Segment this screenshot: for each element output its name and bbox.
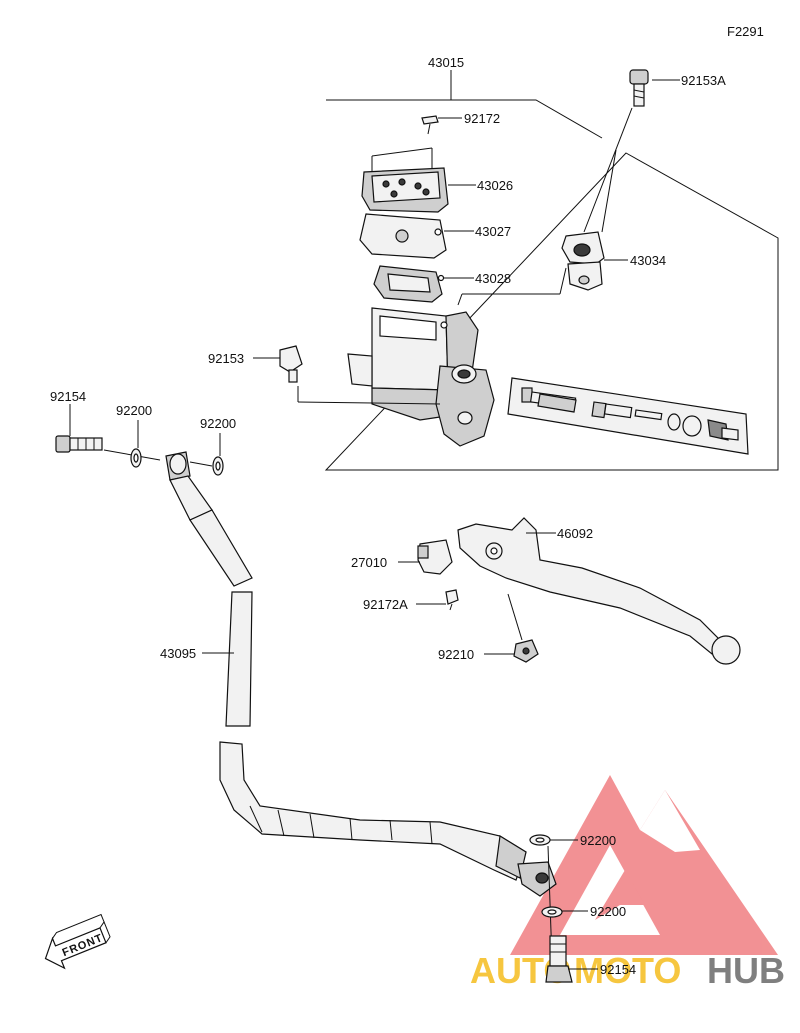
clamp-43034 bbox=[561, 231, 605, 291]
label-92200-lower-1: 92200 bbox=[580, 833, 616, 848]
label-92200-left-2: 92200 bbox=[200, 416, 236, 431]
figure-code: F2291 bbox=[727, 24, 764, 39]
label-92210: 92210 bbox=[438, 647, 474, 662]
master-cylinder-body bbox=[347, 307, 495, 447]
bolt-92154-lower bbox=[545, 935, 573, 983]
screw-92153a bbox=[629, 69, 649, 107]
diaphragm-43028 bbox=[373, 265, 445, 303]
label-43027: 43027 bbox=[475, 224, 511, 239]
label-92200-lower-2: 92200 bbox=[590, 904, 626, 919]
washer-92200-left-1 bbox=[130, 448, 142, 468]
label-43015: 43015 bbox=[428, 55, 464, 70]
switch-27010 bbox=[417, 539, 453, 575]
lever-46092 bbox=[457, 517, 741, 665]
watermark-logo bbox=[510, 775, 778, 955]
hose-43095 bbox=[165, 451, 557, 897]
front-arrow-icon: FRONT bbox=[44, 913, 111, 970]
nut-92210 bbox=[513, 639, 539, 663]
screw-92172a bbox=[445, 589, 459, 611]
label-43028: 43028 bbox=[475, 271, 511, 286]
washer-92200-lower-2 bbox=[541, 906, 563, 918]
label-92153: 92153 bbox=[208, 351, 244, 366]
label-43095: 43095 bbox=[160, 646, 196, 661]
label-92200-left-1: 92200 bbox=[116, 403, 152, 418]
label-43034: 43034 bbox=[630, 253, 666, 268]
label-43026: 43026 bbox=[477, 178, 513, 193]
label-46092: 46092 bbox=[557, 526, 593, 541]
piston-kit bbox=[507, 377, 749, 455]
watermark-moto: MOTO bbox=[574, 950, 681, 991]
bolt-92154-left bbox=[55, 435, 103, 453]
cap-43026 bbox=[361, 167, 449, 213]
label-92172: 92172 bbox=[464, 111, 500, 126]
label-92172a: 92172A bbox=[363, 597, 408, 612]
label-92154-left: 92154 bbox=[50, 389, 86, 404]
washer-92200-left-2 bbox=[212, 456, 224, 476]
washer-92200-lower-1 bbox=[529, 834, 551, 846]
screw-92172 bbox=[421, 115, 439, 135]
label-27010: 27010 bbox=[351, 555, 387, 570]
plate-43027 bbox=[359, 213, 447, 259]
label-92154-lower: 92154 bbox=[600, 962, 636, 977]
screw-92153 bbox=[279, 345, 303, 383]
watermark-hub: HUB bbox=[707, 950, 785, 991]
label-92153a: 92153A bbox=[681, 73, 726, 88]
